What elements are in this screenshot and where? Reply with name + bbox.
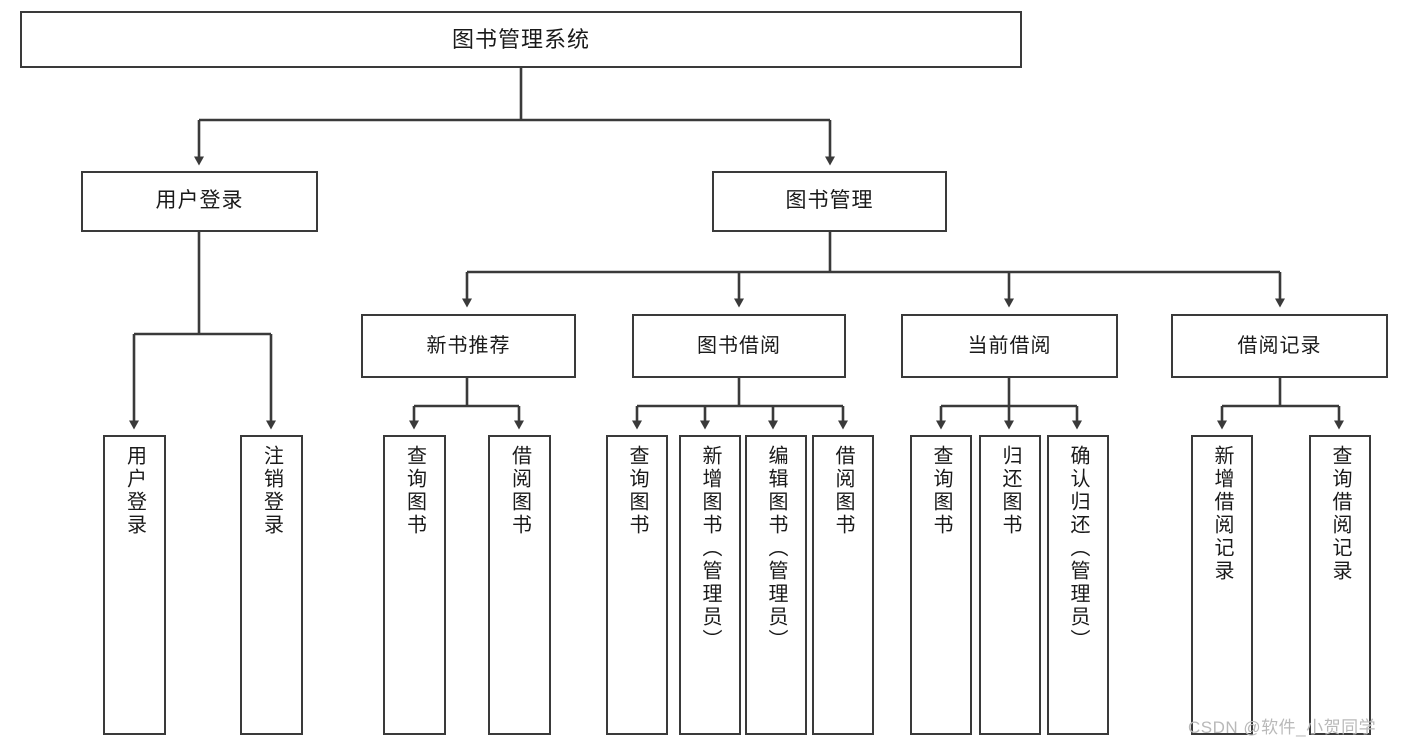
leaf-new-book-borrow-book[interactable]: 借阅图书 (488, 435, 551, 735)
leaf-borrow-record-add-record[interactable]: 新增借阅记录 (1191, 435, 1253, 735)
leaf-label: 查询借阅记录 (1329, 445, 1351, 583)
leaf-label: 查询图书 (930, 445, 952, 537)
leaf-label: 查询图书 (403, 445, 426, 537)
leaf-label: 新增借阅记录 (1211, 445, 1233, 583)
node-book-management[interactable]: 图书管理 (712, 171, 947, 232)
node-user-login[interactable]: 用户登录 (81, 171, 318, 232)
leaf-label: 新增图书（管理员） (699, 445, 721, 652)
leaf-label: 确认归还（管理员） (1067, 445, 1089, 652)
leaf-label: 注销登录 (260, 445, 283, 537)
leaf-book-borrow-edit-book-admin[interactable]: 编辑图书（管理员） (745, 435, 807, 735)
leaf-user-login-logout[interactable]: 注销登录 (240, 435, 303, 735)
node-book-management-label: 图书管理 (785, 189, 874, 213)
leaf-label: 编辑图书（管理员） (765, 445, 787, 652)
leaf-label: 查询图书 (626, 445, 648, 537)
node-current-borrow[interactable]: 当前借阅 (901, 314, 1118, 378)
leaf-label: 用户登录 (123, 445, 146, 537)
leaf-user-login-login[interactable]: 用户登录 (103, 435, 166, 735)
leaf-label: 借阅图书 (832, 445, 854, 537)
node-root-book-management-system[interactable]: 图书管理系统 (20, 11, 1022, 68)
node-user-login-label: 用户登录 (155, 189, 244, 213)
node-book-borrow[interactable]: 图书借阅 (632, 314, 846, 378)
csdn-watermark: CSDN @软件_小贺同学 (1188, 718, 1377, 737)
leaf-borrow-record-query-record[interactable]: 查询借阅记录 (1309, 435, 1371, 735)
leaf-label: 借阅图书 (508, 445, 531, 537)
leaf-current-borrow-query-book[interactable]: 查询图书 (910, 435, 972, 735)
node-borrow-record[interactable]: 借阅记录 (1171, 314, 1388, 378)
node-root-label: 图书管理系统 (451, 26, 590, 52)
leaf-book-borrow-borrow-book[interactable]: 借阅图书 (812, 435, 874, 735)
node-current-borrow-label: 当前借阅 (967, 334, 1052, 357)
node-new-book-recommendation[interactable]: 新书推荐 (361, 314, 576, 378)
leaf-current-borrow-confirm-return-admin[interactable]: 确认归还（管理员） (1047, 435, 1109, 735)
leaf-book-borrow-query-book[interactable]: 查询图书 (606, 435, 668, 735)
leaf-current-borrow-return-book[interactable]: 归还图书 (979, 435, 1041, 735)
leaf-label: 归还图书 (999, 445, 1021, 537)
node-borrow-record-label: 借阅记录 (1237, 334, 1322, 357)
node-new-book-recommendation-label: 新书推荐 (426, 334, 511, 357)
leaf-book-borrow-add-book-admin[interactable]: 新增图书（管理员） (679, 435, 741, 735)
node-book-borrow-label: 图书借阅 (697, 334, 781, 357)
leaf-new-book-query-book[interactable]: 查询图书 (383, 435, 446, 735)
